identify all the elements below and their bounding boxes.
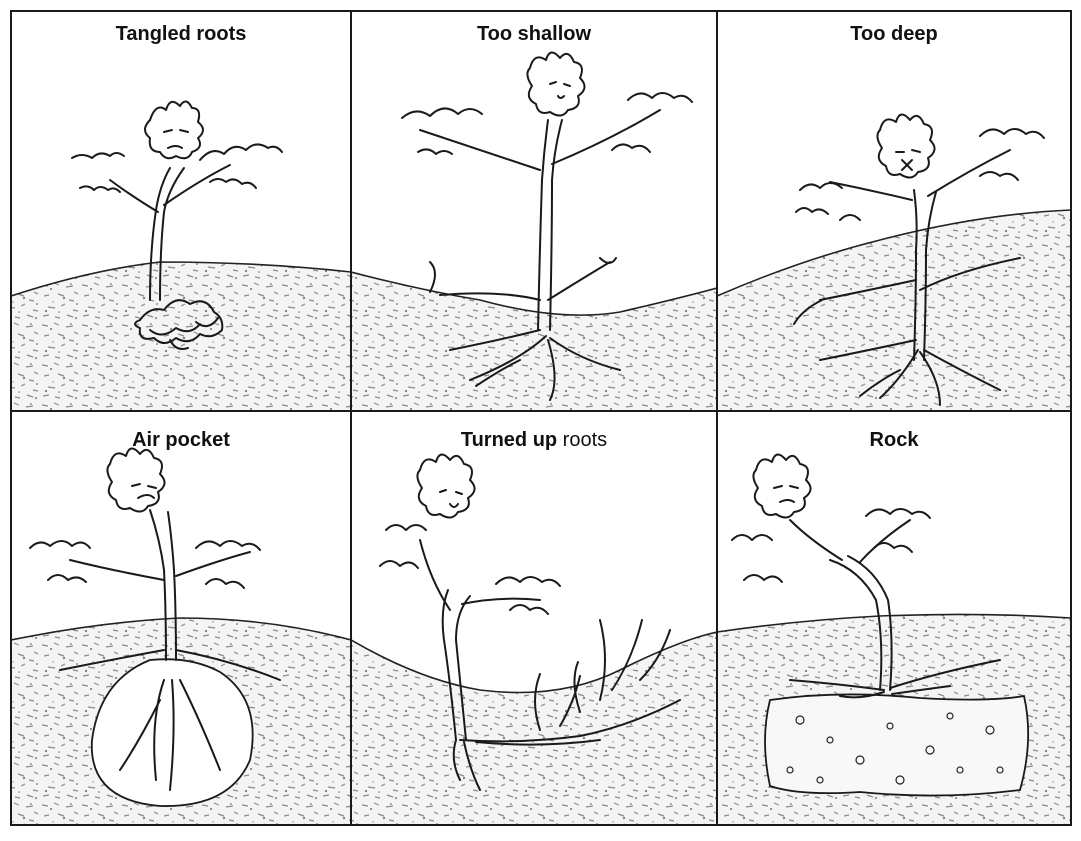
title-turned-up-roots: Turned up roots <box>461 429 607 451</box>
panel-too-shallow <box>351 52 717 411</box>
panel-rock <box>717 454 1071 825</box>
panel-turned-up-roots <box>351 454 717 825</box>
title-air-pocket: Air pocket <box>132 429 230 451</box>
panel-air-pocket <box>11 448 351 825</box>
soil-mound <box>11 262 351 411</box>
soil-mound <box>351 632 717 825</box>
soil-mound <box>717 210 1071 411</box>
title-tangled-roots: Tangled roots <box>116 23 247 45</box>
panel-tangled-roots <box>11 101 351 411</box>
title-too-deep: Too deep <box>850 23 937 45</box>
title-too-shallow: Too shallow <box>477 23 592 45</box>
soil-mound <box>351 272 717 411</box>
title-rock: Rock <box>870 429 920 451</box>
panel-too-deep <box>717 114 1071 411</box>
